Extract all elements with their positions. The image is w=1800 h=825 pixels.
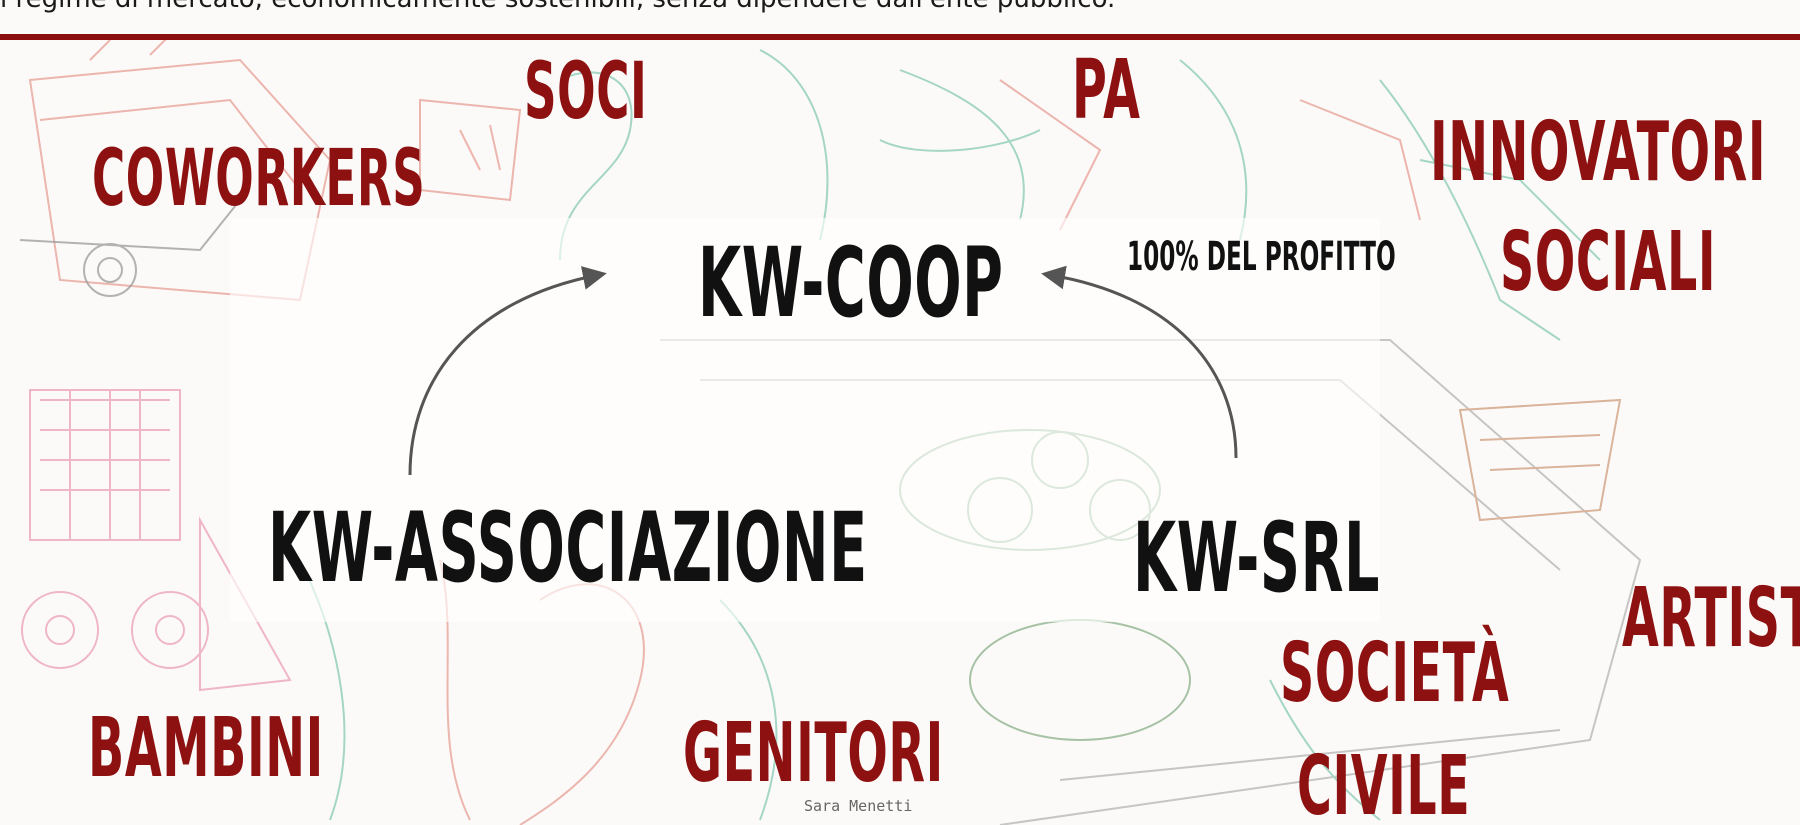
label-sociali: SOCIALI <box>1500 215 1717 310</box>
label-pa: PA <box>1072 43 1141 138</box>
label-coworkers: COWORKERS <box>92 134 426 224</box>
label-artisti: ARTISTI <box>1622 571 1800 666</box>
label-societa: SOCIETÀ <box>1280 626 1510 721</box>
label-bambini: BAMBINI <box>88 701 324 796</box>
diagram-panel <box>230 218 1380 622</box>
entity-kw-coop: KW-COOP <box>698 227 1004 339</box>
header-rule <box>0 34 1800 40</box>
entity-kw-srl: KW-SRL <box>1133 502 1381 614</box>
label-soci: SOCI <box>524 47 648 137</box>
entity-kw-associazione: KW-ASSOCIAZIONE <box>268 492 868 604</box>
arrow-associazione-to-coop <box>408 266 607 476</box>
slide-caption: i regime di mercato, economicamente sost… <box>0 0 1115 14</box>
arrow-srl-to-coop <box>1041 265 1238 459</box>
label-genitori: GENITORI <box>683 706 944 801</box>
label-innovatori: INNOVATORI <box>1430 105 1767 200</box>
label-civile: CIVILE <box>1297 739 1471 825</box>
bobcat-sketch <box>21 389 292 692</box>
flow-label-profit: 100% DEL PROFITTO <box>1127 234 1396 280</box>
illustration-credit: Sara Menetti <box>804 797 913 815</box>
people-sketch <box>559 49 1601 341</box>
